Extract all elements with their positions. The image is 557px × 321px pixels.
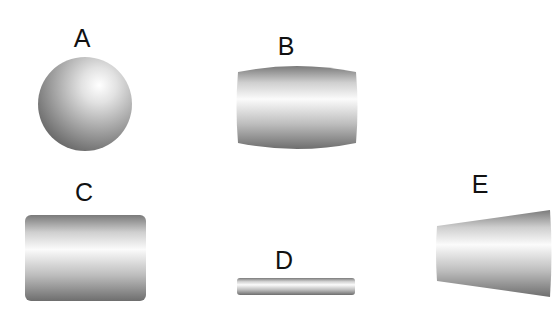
part-label: D [275, 248, 293, 273]
part-label: A [74, 26, 91, 51]
part-label: B [278, 34, 295, 59]
disc-shape [237, 278, 355, 295]
part-label: C [75, 180, 93, 205]
cone-frustum-shape [436, 210, 552, 297]
part-label: E [472, 172, 489, 197]
sphere-shape [38, 57, 132, 151]
cylinder-shape [25, 215, 146, 301]
barrel-shape [237, 66, 358, 149]
